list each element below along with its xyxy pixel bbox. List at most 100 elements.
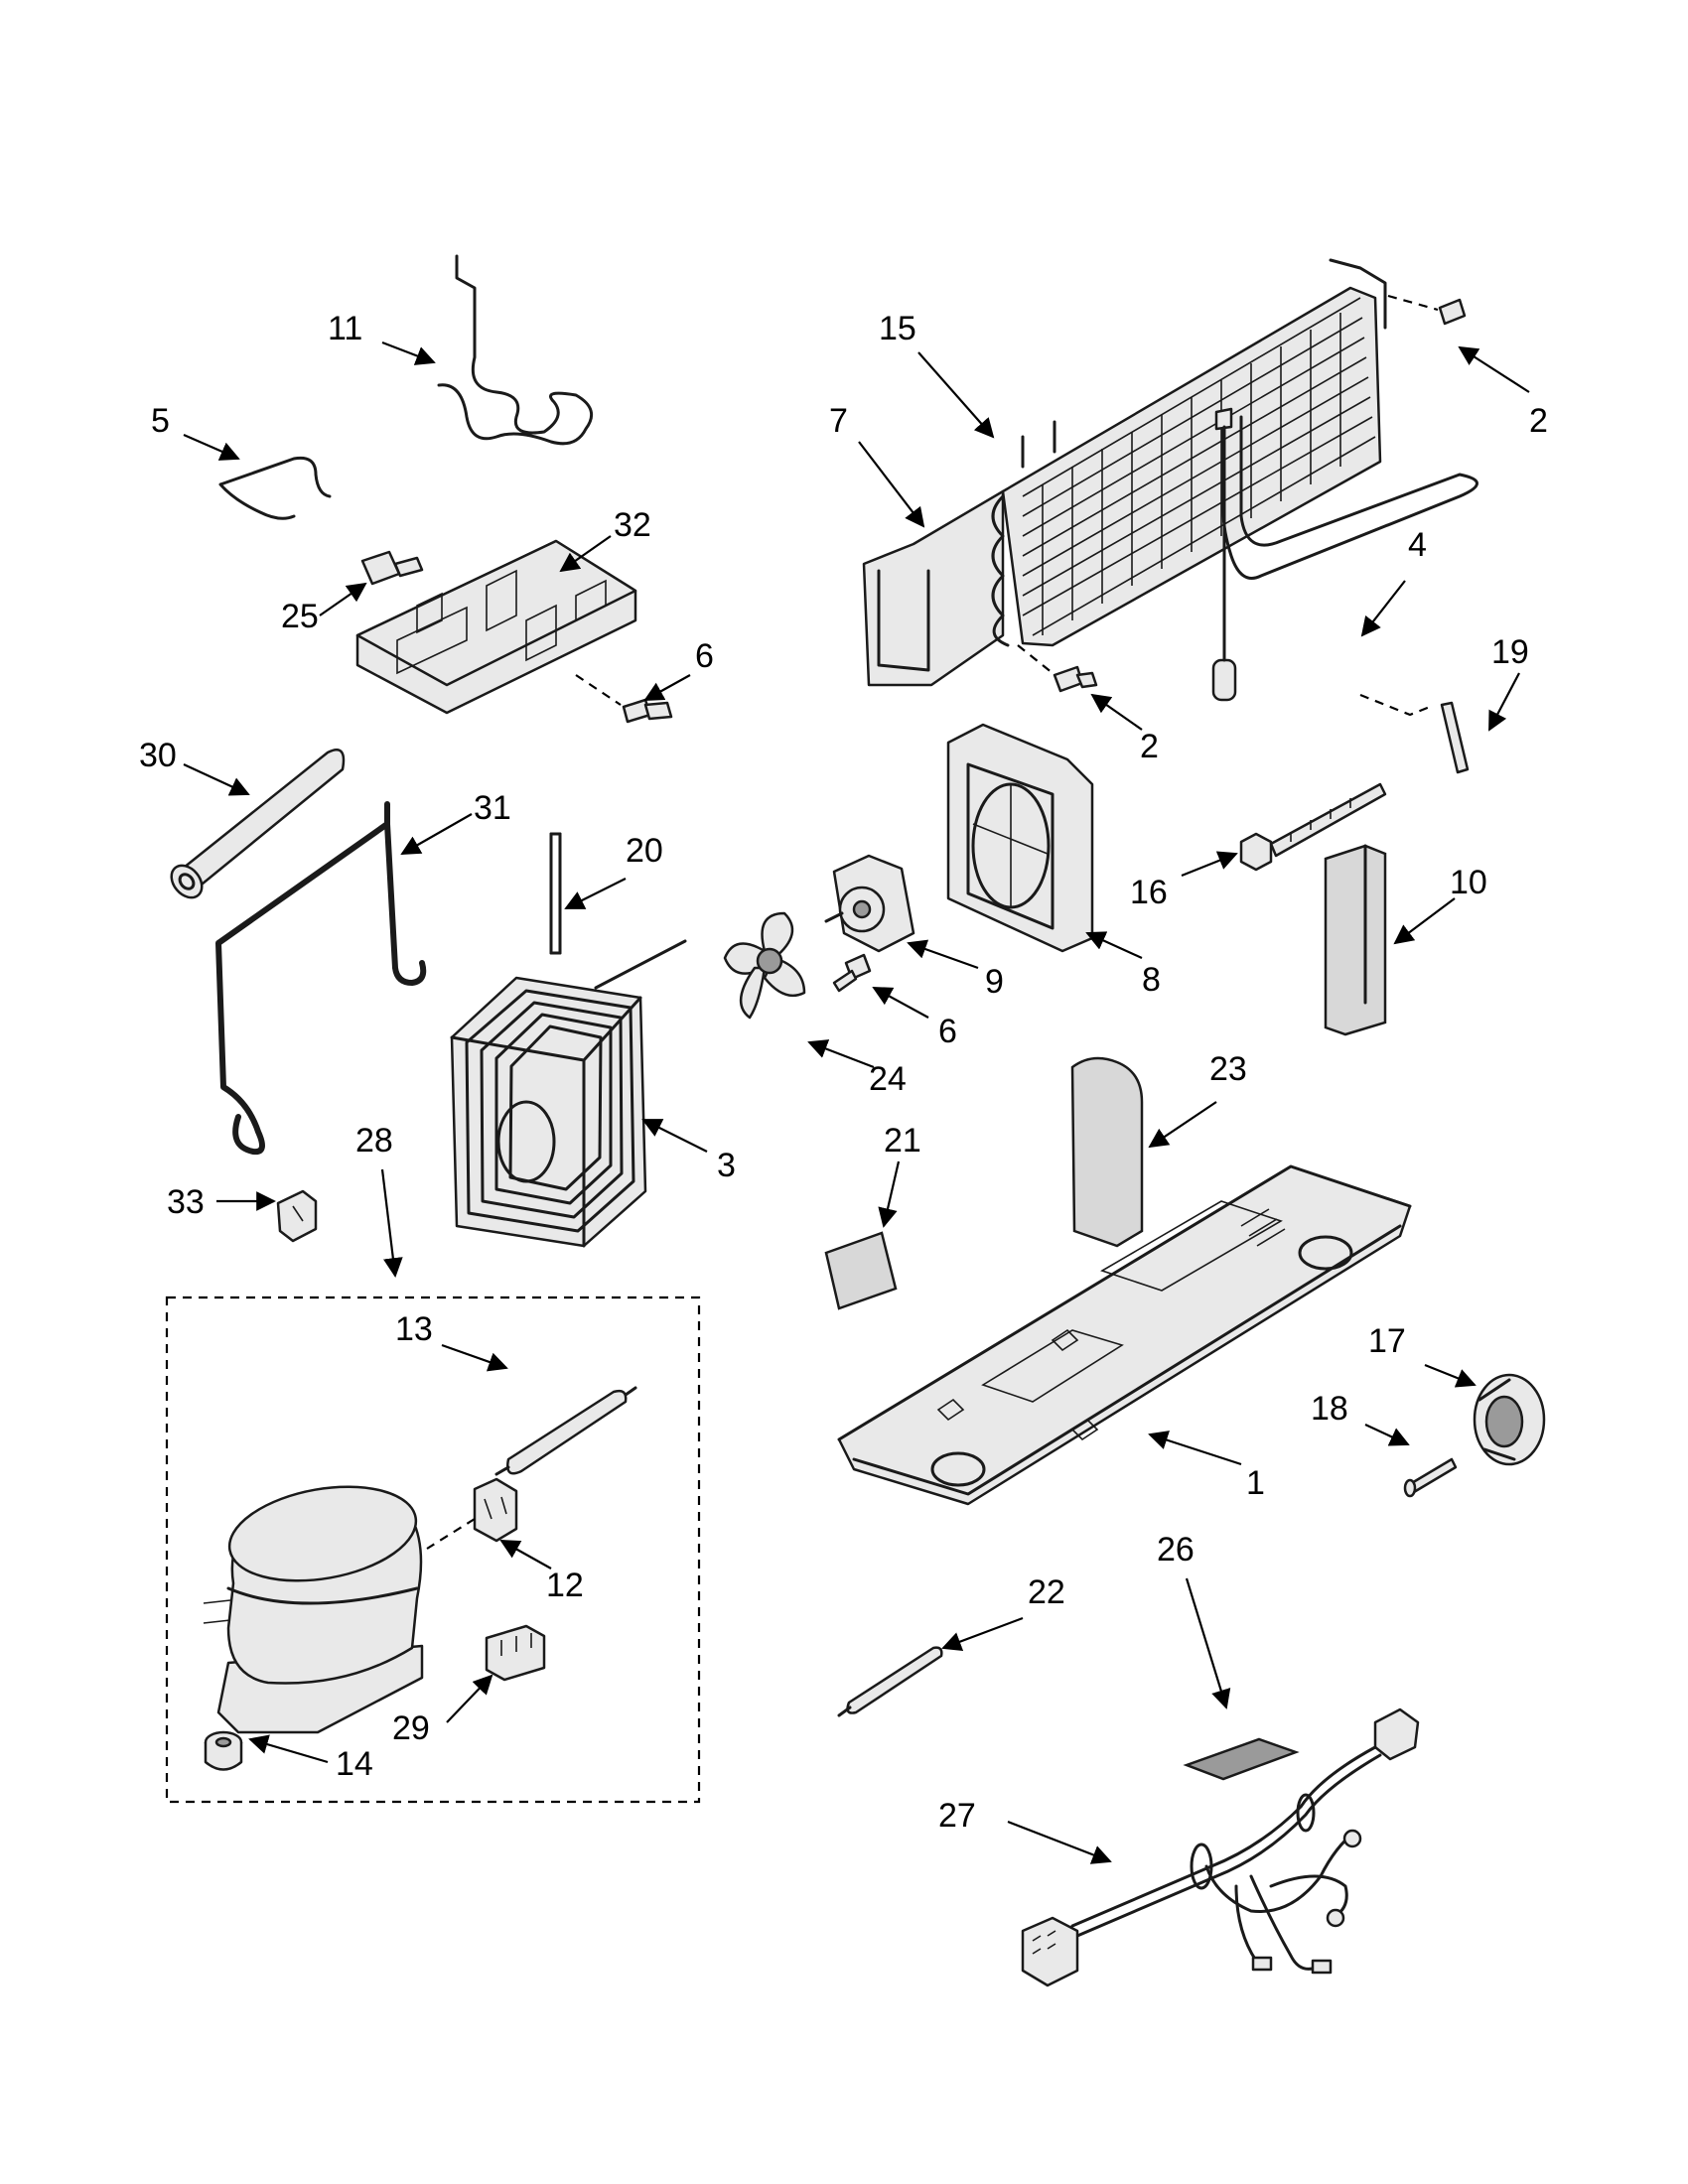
leader-15 (917, 351, 995, 439)
part-21-foam-pad (824, 1231, 898, 1310)
callout-8: 8 (1142, 961, 1161, 999)
callout-2-lower: 2 (1140, 728, 1159, 765)
callout-13: 13 (395, 1310, 433, 1348)
part-compressor (203, 1485, 424, 1734)
callout-18: 18 (1311, 1390, 1348, 1428)
leader-25 (319, 582, 367, 616)
leader-6b (872, 987, 929, 1019)
part-33-clip (276, 1189, 318, 1243)
callout-11: 11 (328, 310, 362, 347)
leader-8 (1085, 931, 1143, 960)
leader-21 (878, 1160, 901, 1228)
leader-18 (1364, 1424, 1410, 1446)
leader-5 (183, 433, 240, 461)
part-7-evaporator-cover (862, 489, 1005, 687)
leader-24 (807, 1039, 875, 1069)
leader-20 (564, 878, 627, 909)
callout-19: 19 (1491, 633, 1529, 671)
callout-17: 17 (1368, 1322, 1406, 1360)
part-13-drier (494, 1386, 637, 1476)
callout-14: 14 (336, 1745, 373, 1783)
callout-25: 25 (281, 598, 319, 635)
callout-23: 23 (1209, 1050, 1247, 1088)
leader-26 (1185, 1577, 1231, 1709)
leader-11 (381, 341, 436, 365)
callout-30: 30 (139, 737, 177, 774)
leader-4 (1360, 580, 1406, 637)
leader-6a (643, 674, 691, 701)
callout-28: 28 (355, 1122, 393, 1160)
callout-3: 3 (717, 1147, 736, 1184)
part-10-foam-block (1324, 844, 1387, 1036)
callout-29: 29 (392, 1709, 430, 1747)
leader-13 (441, 1343, 508, 1372)
callout-20: 20 (626, 832, 663, 870)
leader-31 (400, 813, 473, 855)
part-9-fan-motor (824, 854, 915, 953)
leader-10 (1393, 897, 1456, 945)
leader-12 (499, 1540, 552, 1570)
part-26-label (1183, 1737, 1300, 1781)
part-4-defrost-heater (1211, 407, 1478, 702)
part-5-clip (218, 456, 332, 520)
leader-9 (907, 939, 979, 970)
part-30-tube (170, 749, 346, 899)
part-14-grommet (204, 1730, 243, 1771)
part-17-wheel (1473, 1373, 1546, 1466)
callout-5: 5 (151, 402, 170, 440)
leader-29 (446, 1674, 493, 1723)
part-8-fan-shroud (946, 723, 1094, 953)
callout-6-lower: 6 (938, 1013, 957, 1050)
callout-31: 31 (474, 789, 511, 827)
leader-32 (559, 535, 612, 573)
part-22-tube (837, 1646, 943, 1717)
callout-12: 12 (546, 1567, 584, 1604)
callout-2-upper: 2 (1529, 402, 1548, 440)
part-28-compressor-kit (165, 1296, 701, 1804)
callout-27: 27 (938, 1797, 976, 1835)
part-18-axle (1403, 1457, 1458, 1498)
part-29-overload (485, 1624, 546, 1682)
callout-15: 15 (879, 310, 916, 347)
part-3-condenser (450, 939, 687, 1248)
leader-7 (858, 441, 925, 528)
callout-7: 7 (829, 402, 848, 440)
callout-33: 33 (167, 1183, 205, 1221)
callout-9: 9 (985, 963, 1004, 1001)
part-19-clip (1359, 693, 1470, 774)
part-11-heater-wire (437, 254, 594, 446)
part-12-relay (426, 1477, 518, 1550)
leader-30 (183, 763, 250, 796)
leader-22 (941, 1616, 1024, 1652)
part-2-screw-lower (1017, 644, 1098, 693)
part-23-foam-block (1070, 1056, 1144, 1248)
callout-10: 10 (1450, 864, 1487, 901)
callout-1: 1 (1246, 1464, 1265, 1502)
callout-16: 16 (1130, 874, 1168, 911)
part-31-drain-tube (215, 801, 427, 1156)
leader-2b (1090, 693, 1143, 731)
leader-3 (641, 1119, 708, 1153)
part-1-base-plate (837, 1164, 1412, 1506)
callout-26: 26 (1157, 1531, 1195, 1569)
part-24-fan-blade (723, 911, 806, 1020)
leader-17 (1424, 1363, 1477, 1388)
callout-32: 32 (614, 506, 651, 544)
part-evaporator-coil (991, 258, 1387, 647)
part-25-screw (360, 550, 424, 586)
leader-16 (1181, 851, 1238, 878)
part-27-wire-harness (1021, 1707, 1420, 1987)
part-2-screw-upper (1387, 294, 1467, 326)
part-16-thermostat (1239, 782, 1387, 872)
part-20-tube (549, 832, 562, 955)
leader-1 (1148, 1431, 1242, 1466)
leader-2a (1458, 345, 1530, 393)
part-6-screw-upper (575, 674, 673, 724)
callout-24: 24 (869, 1060, 907, 1098)
leader-28 (380, 1168, 403, 1278)
part-6-screw-lower (832, 953, 872, 993)
callout-21: 21 (884, 1122, 921, 1160)
callout-labels: 1 2 2 3 4 5 6 6 7 8 9 10 11 12 13 14 15 … (139, 310, 1548, 1835)
callout-4: 4 (1408, 526, 1427, 564)
